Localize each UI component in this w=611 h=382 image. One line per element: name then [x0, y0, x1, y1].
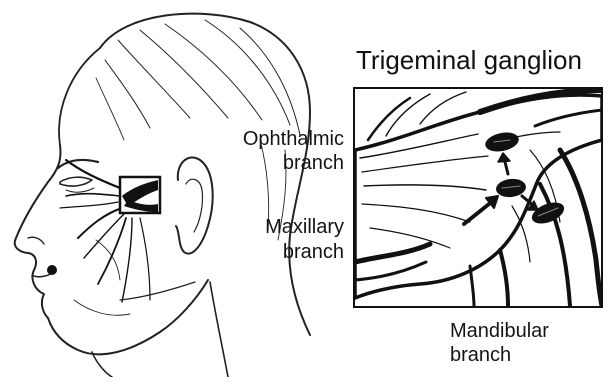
- ear: [176, 157, 213, 253]
- ophthalmic-label-line2: branch: [218, 151, 344, 175]
- maxillary-label-line1: Maxillary: [218, 215, 344, 239]
- ganglion-inset-marker: [120, 177, 160, 213]
- head-profile-drawing: [15, 14, 310, 377]
- diagram-title: Trigeminal ganglion: [356, 45, 582, 75]
- eye: [60, 177, 92, 186]
- neck-back: [210, 282, 228, 377]
- ophthalmic-label-line1: Ophthalmic: [218, 127, 344, 151]
- mandibular-label-line1: Mandibular: [450, 319, 549, 343]
- face-profile: [15, 145, 208, 354]
- forehead-hairline: [59, 48, 100, 145]
- mandibular-label-line2: branch: [450, 343, 511, 367]
- ganglion-enlargement: [354, 88, 602, 307]
- facial-spot: [47, 265, 57, 275]
- neck-front: [92, 352, 112, 377]
- maxillary-label-line2: branch: [218, 240, 344, 264]
